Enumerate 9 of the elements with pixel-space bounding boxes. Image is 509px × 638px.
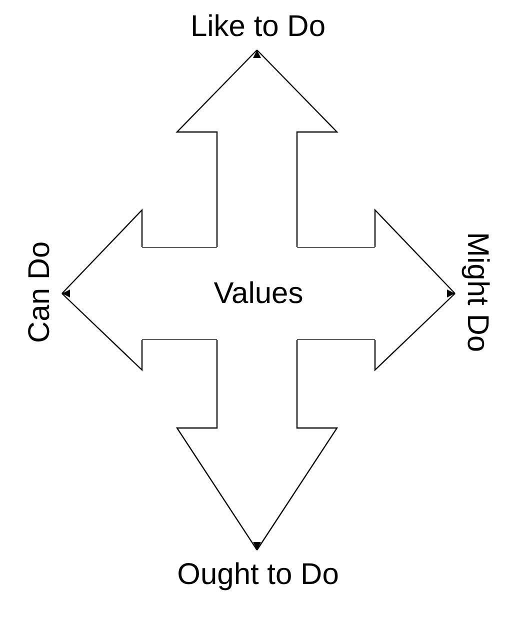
block-arrow: [176, 339, 338, 551]
block-arrow: [374, 208, 456, 372]
direction-label: Can Do: [18, 232, 62, 352]
direction-label: Like to Do: [158, 4, 358, 50]
center-label: Values: [214, 278, 304, 308]
direction-label: Might Do: [455, 222, 499, 362]
block-arrow: [176, 49, 338, 248]
direction-label: Ought to Do: [138, 550, 378, 600]
block-arrow: [61, 208, 143, 372]
